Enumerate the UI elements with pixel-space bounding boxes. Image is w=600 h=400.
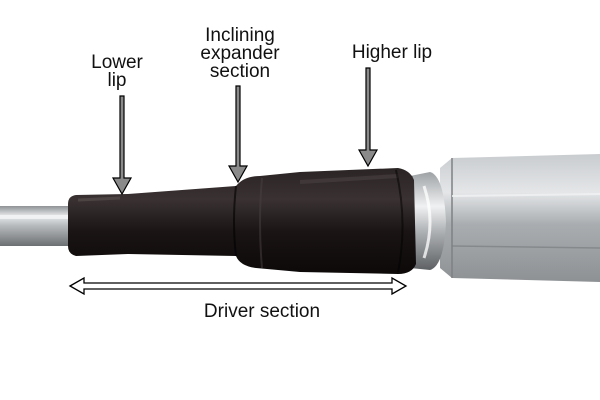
inclining-expander-section-label: Inclining expander section [200,25,280,82]
lower-lip-label: Lower lip [91,52,143,91]
black-sleeve [68,168,416,274]
driver-section-span-arrow-icon [68,276,408,296]
inclining-expander-arrow-icon [227,85,249,184]
driver-section-label: Driver section [203,301,321,322]
hex-body [440,154,600,282]
lower-lip-arrow-icon [111,95,133,196]
chrome-rod [0,206,80,246]
higher-lip-arrow-icon [357,67,379,168]
higher-lip-label: Higher lip [351,42,433,63]
